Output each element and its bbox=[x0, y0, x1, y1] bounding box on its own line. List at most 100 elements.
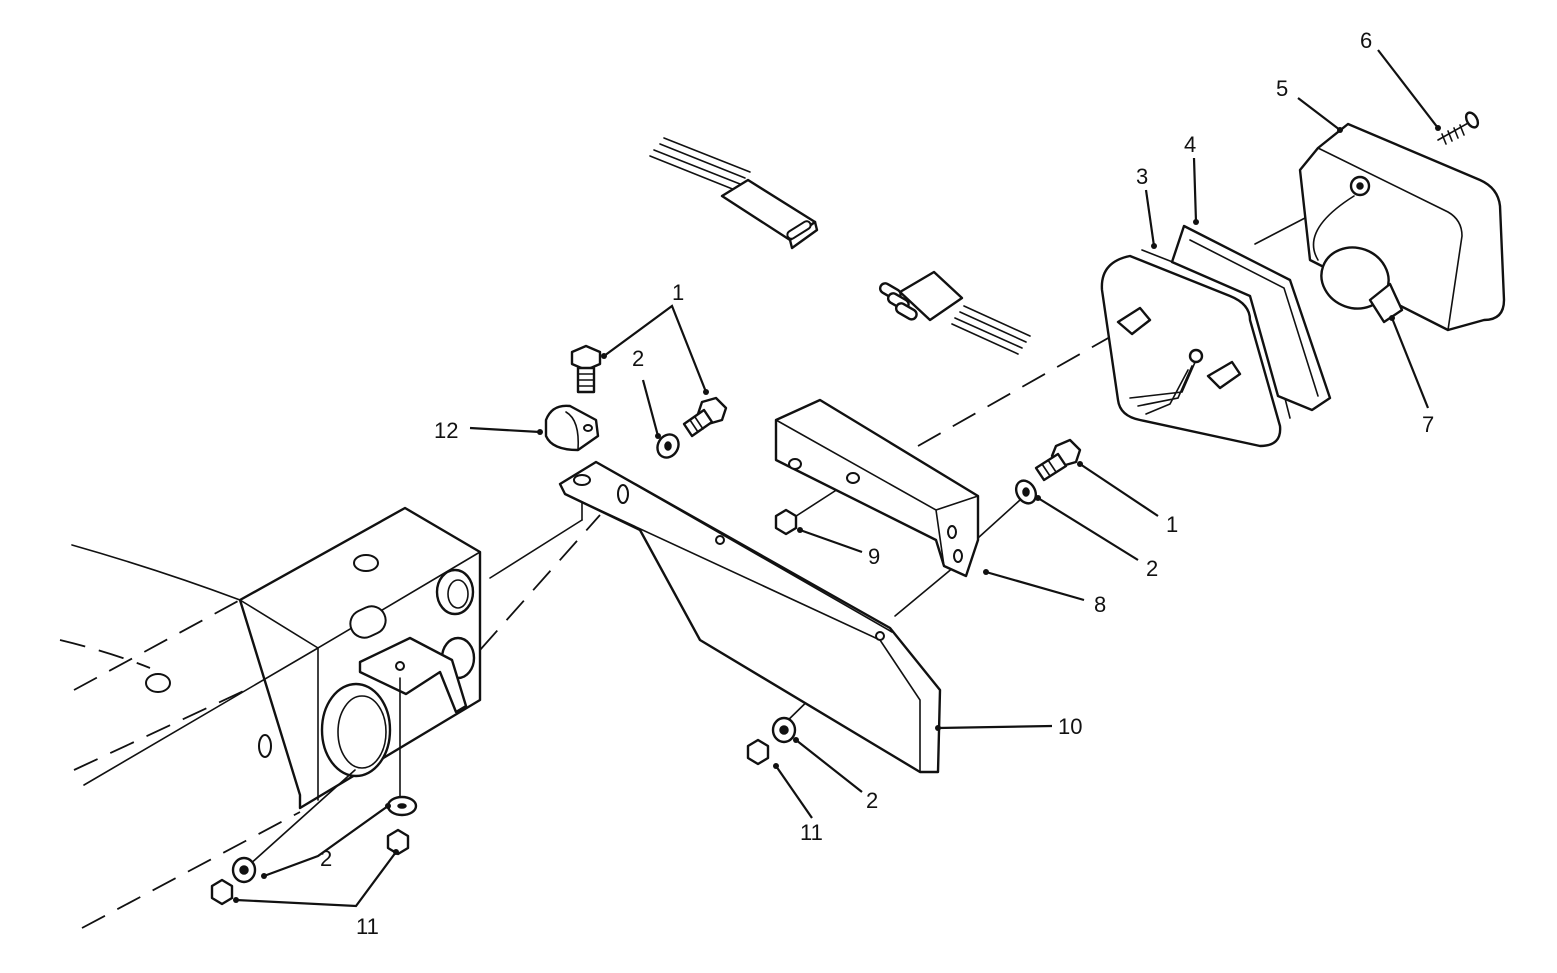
lamp-housing-screw-boss-center bbox=[1356, 182, 1364, 190]
lamp-housing-opening bbox=[1317, 147, 1463, 331]
callout-labels: 1 2 12 3 4 5 6 7 1 2 8 9 10 2 11 2 11 bbox=[320, 28, 1434, 939]
nuts bbox=[210, 508, 798, 906]
lamp-housing bbox=[1298, 122, 1506, 332]
bracket-plate-fold bbox=[564, 493, 921, 773]
leader-lines bbox=[233, 49, 1441, 908]
bracket-plate-hole-2 bbox=[715, 535, 725, 545]
frame-hole-top bbox=[353, 554, 379, 572]
lamp-housing-wire bbox=[1312, 195, 1355, 261]
nut-frame-left bbox=[210, 878, 234, 906]
callout-1-top: 1 bbox=[672, 280, 684, 305]
washer-bottom-center bbox=[779, 725, 789, 735]
bolt-right bbox=[1034, 438, 1082, 482]
leader-3 bbox=[1144, 189, 1156, 247]
frame-dashed-arc bbox=[59, 639, 151, 669]
lamp-lens-pin-2 bbox=[1206, 360, 1242, 390]
callout-2-bottom: 2 bbox=[866, 788, 878, 813]
lamp-gasket-inner bbox=[1189, 239, 1319, 397]
bracket-plate bbox=[558, 460, 942, 774]
harness-male-body bbox=[898, 270, 964, 322]
frame-large-port-inner bbox=[337, 695, 387, 769]
leader-12 bbox=[469, 426, 541, 434]
cable-clamp-inner bbox=[565, 411, 580, 451]
frame-dashed-edge-bottom bbox=[81, 811, 301, 929]
callout-1-right: 1 bbox=[1166, 512, 1178, 537]
frame-large-port bbox=[320, 682, 392, 778]
leader-2-top bbox=[641, 379, 660, 437]
harness-pin-3 bbox=[894, 302, 918, 321]
lamp-bulb-base bbox=[1368, 282, 1404, 324]
callout-3: 3 bbox=[1136, 164, 1148, 189]
callout-6: 6 bbox=[1360, 28, 1372, 53]
callout-5: 5 bbox=[1276, 76, 1288, 101]
frame-body bbox=[238, 506, 482, 810]
lamp-bracket-edge bbox=[775, 419, 979, 567]
callout-10: 10 bbox=[1058, 714, 1082, 739]
leader-6 bbox=[1377, 49, 1439, 129]
lamp-screw-thread bbox=[1441, 124, 1465, 145]
lamp-bracket-hole-1 bbox=[788, 458, 802, 470]
callout-2-right: 2 bbox=[1146, 556, 1158, 581]
leader-8 bbox=[985, 570, 1085, 602]
lamp-lens-wires bbox=[1129, 359, 1197, 415]
leader-5 bbox=[1297, 97, 1341, 131]
bracket-plate-hole-3 bbox=[875, 631, 885, 641]
frame-hole-side bbox=[258, 734, 272, 758]
frame-dashed-edge-upper bbox=[73, 599, 241, 691]
line-bracket-to-frame-lower bbox=[479, 514, 601, 651]
bolt-top-left bbox=[570, 344, 602, 394]
frame-round-boss-upper bbox=[435, 568, 475, 616]
bolt-top-left-thread bbox=[577, 373, 595, 387]
washer-frame-left-center bbox=[239, 865, 249, 875]
callout-7: 7 bbox=[1422, 412, 1434, 437]
lamp-gasket-outer bbox=[1170, 224, 1332, 412]
leader-11-bottom bbox=[775, 765, 813, 819]
washers bbox=[231, 433, 1038, 884]
leader-1-top bbox=[603, 304, 708, 393]
lamp-lens-pin-1 bbox=[1116, 306, 1152, 336]
callout-4: 4 bbox=[1184, 132, 1196, 157]
bolt-top-right bbox=[682, 396, 728, 438]
nut-bottom bbox=[746, 738, 770, 766]
bolt-top-right-shank bbox=[682, 408, 714, 438]
harness-wires-right bbox=[951, 305, 1031, 355]
leader-7 bbox=[1390, 317, 1430, 409]
bolt-right-thread bbox=[1041, 459, 1057, 477]
nut-9 bbox=[774, 508, 798, 536]
leader-2-left bbox=[263, 805, 389, 878]
line-lamp-axis bbox=[917, 319, 1141, 447]
line-plate-to-bracket bbox=[894, 561, 961, 617]
cable-clamp-hole bbox=[583, 424, 593, 432]
harness-plug-socket bbox=[786, 220, 812, 240]
frame-outline-arc-upper bbox=[71, 544, 241, 601]
line-bracket-to-frame-upper bbox=[489, 519, 583, 579]
cable-clamp-body bbox=[544, 404, 600, 452]
vehicle-frame bbox=[59, 506, 482, 929]
callout-12: 12 bbox=[434, 418, 458, 443]
assembly-lines bbox=[247, 204, 1331, 867]
callout-9: 9 bbox=[868, 544, 880, 569]
harness-male-connector bbox=[878, 270, 1031, 355]
bracket-plate-edge bbox=[595, 461, 893, 633]
washer-top-center bbox=[664, 441, 672, 451]
leader-2-right bbox=[1037, 497, 1139, 561]
frame-mount-hole bbox=[395, 661, 405, 671]
line-bracket-to-washer-right bbox=[977, 499, 1021, 539]
leader-1-right bbox=[1079, 463, 1159, 517]
harness-female-connector bbox=[649, 137, 819, 250]
lamp-bracket-body bbox=[774, 398, 980, 578]
leader-11-left bbox=[235, 851, 397, 908]
frame-lower-edge bbox=[83, 647, 319, 786]
lamp-bracket-hole-3 bbox=[947, 525, 957, 539]
line-frame-to-washer-left bbox=[247, 769, 356, 867]
callout-2-left: 2 bbox=[320, 846, 332, 871]
harness-wires-left bbox=[649, 137, 751, 191]
bracket-plate-hole-1 bbox=[617, 484, 629, 504]
leader-2-bottom bbox=[795, 739, 863, 793]
callout-8: 8 bbox=[1094, 592, 1106, 617]
lamp-bracket-hole-2 bbox=[846, 472, 860, 484]
bracket-plate-slot bbox=[573, 474, 591, 486]
bolt-top-left-head bbox=[570, 344, 602, 372]
callout-11-left: 11 bbox=[356, 914, 379, 939]
